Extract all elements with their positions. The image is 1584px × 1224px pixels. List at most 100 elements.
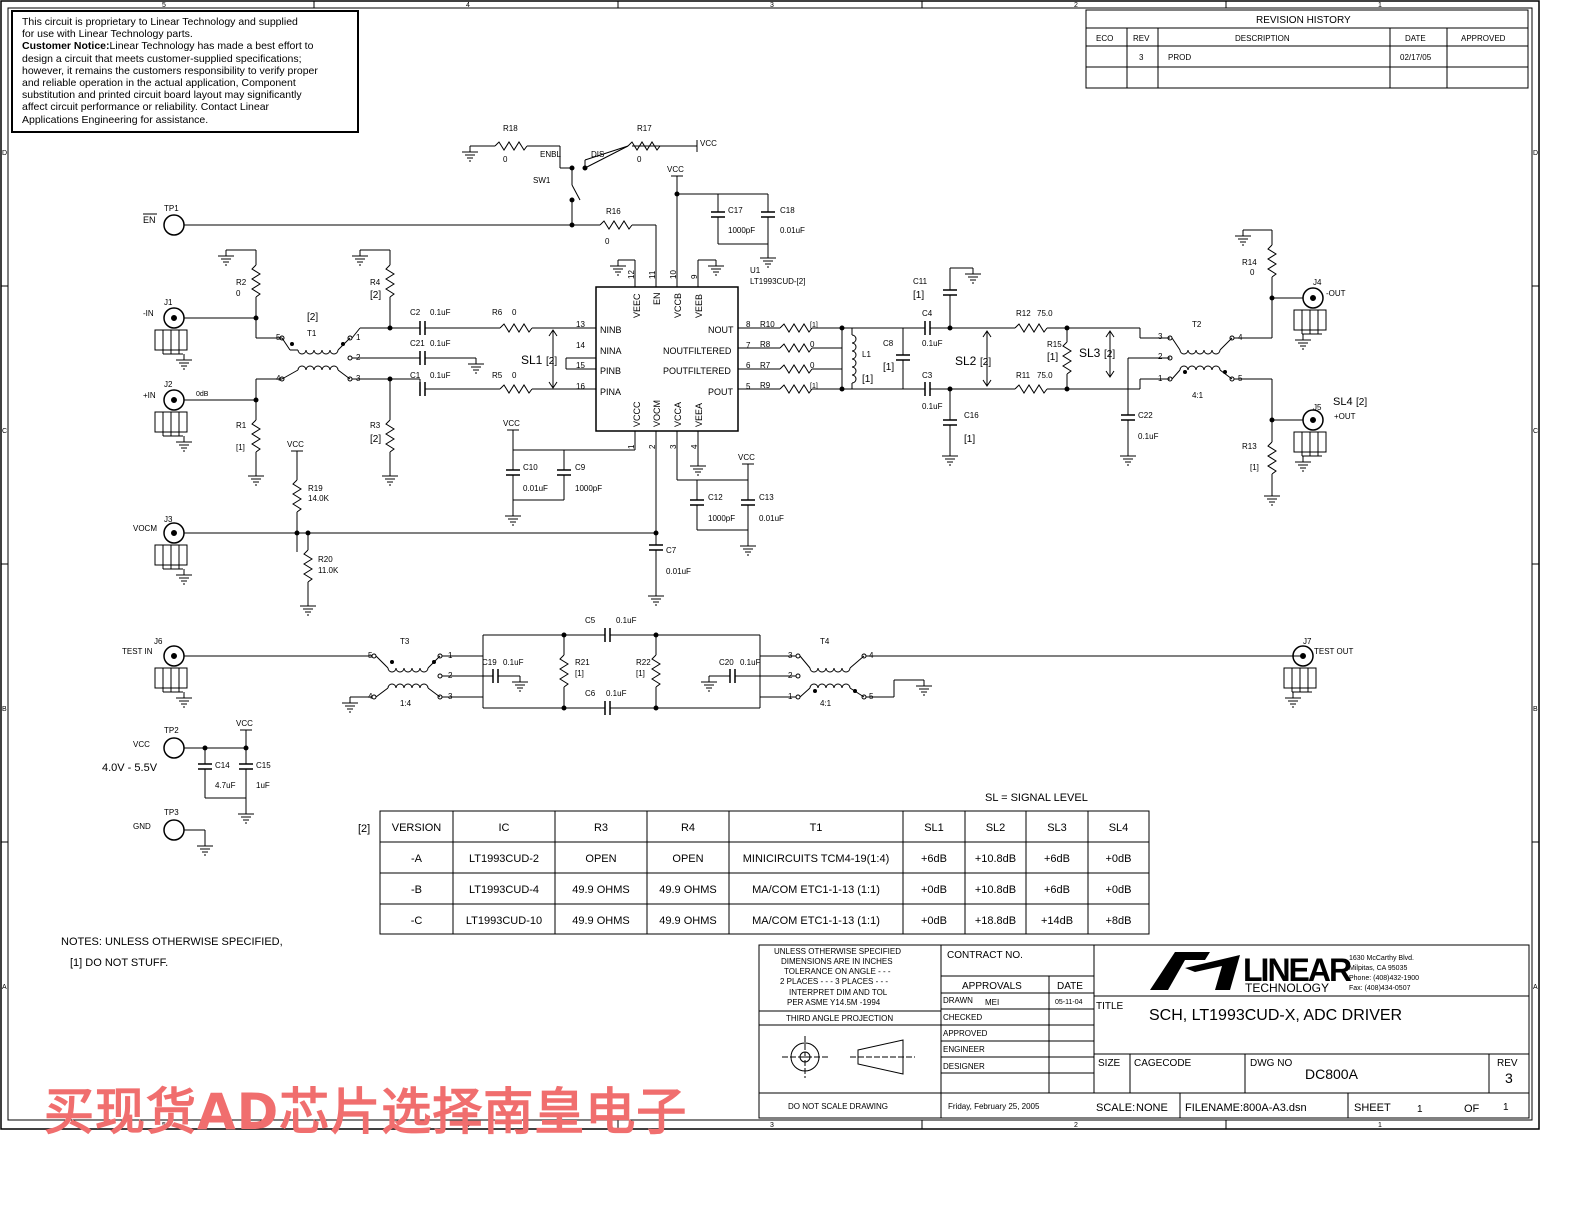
ref-label: J1 [164, 298, 173, 307]
table-header-cell: R3 [594, 822, 608, 834]
ref-label: C20 [719, 658, 734, 667]
table-cell: MA/COM ETC1-1-13 (1:1) [752, 915, 880, 927]
value-label: [1] [862, 374, 873, 385]
ref-label: C17 [728, 206, 743, 215]
ref-label: R19 [308, 484, 323, 493]
value-label: 14.0K [308, 494, 330, 503]
value-label: 0 [605, 237, 610, 246]
value-label: 75.0 [1037, 371, 1053, 380]
ref-label: C12 [708, 493, 723, 502]
third-angle-projection-icon [782, 1036, 915, 1078]
filename-value: 800A-A3.dsn [1243, 1102, 1307, 1114]
ref-label: R21 [575, 658, 590, 667]
notice-line: Linear Technology has made a best effort… [109, 40, 314, 53]
ref-label: T2 [1192, 320, 1202, 329]
table-cell: 49.9 OHMS [572, 884, 629, 896]
table-header-cell: IC [499, 822, 510, 834]
pin-number: 3 [669, 444, 678, 449]
revision-history-title: REVISION HISTORY [1256, 15, 1351, 26]
table-cell: 49.9 OHMS [659, 915, 716, 927]
zone-label: 4 [466, 1122, 470, 1129]
address-line: Milpitas, CA 95035 [1349, 965, 1407, 972]
table-cell: LT1993CUD-4 [469, 884, 539, 896]
table-header-cell: SL1 [924, 822, 944, 834]
pin-number: 4 [690, 444, 699, 449]
linear-technology-logo: LINEAR TECHNOLOGY [1150, 952, 1354, 995]
size-label: SIZE [1098, 1058, 1121, 1069]
ref-label: R14 [1242, 258, 1257, 267]
zone-label: A [2, 984, 7, 991]
tolerance-text: INTERPRET DIM AND TOL [789, 988, 888, 997]
notice-line: design a circuit that meets customer-sup… [22, 52, 302, 65]
input-network: J1 -IN R2 0 5 4 1 2 3 [2] T1 R4 [2] R3 [133, 249, 784, 616]
value-label: 0 [512, 308, 517, 317]
zone-label: C [2, 428, 7, 435]
ref-label: R16 [606, 207, 621, 216]
net-label: VCC [700, 139, 717, 148]
table-cell: +18.8dB [975, 915, 1016, 927]
title-label: TITLE [1096, 1001, 1124, 1012]
approvals-label: APPROVALS [962, 981, 1022, 992]
table-header-cell: SL3 [1047, 822, 1067, 834]
rev-header: DESCRIPTION [1235, 34, 1290, 43]
table-cell: +0dB [921, 884, 947, 896]
ratio-label: 4:1 [820, 699, 832, 708]
ref-label: R15 [1047, 340, 1062, 349]
ref-note: [2] [1104, 349, 1115, 360]
net-label: -OUT [1326, 289, 1346, 298]
logo-wordmark: LINEAR [1243, 952, 1352, 988]
table-cell: +6dB [1044, 853, 1070, 865]
ref-label: C8 [883, 339, 894, 348]
ref-label: R6 [492, 308, 503, 317]
pin-number: 9 [690, 274, 699, 279]
value-label: 0.1uF [740, 658, 761, 667]
net-label: -IN [143, 309, 154, 318]
testpoint-icon [163, 737, 185, 759]
table-cell: +6dB [1044, 884, 1070, 896]
notice-paragraph: Customer Notice:Linear Technology has ma… [22, 40, 357, 52]
ref-label: C14 [215, 761, 230, 770]
table-cell: +6dB [921, 853, 947, 865]
ref-label: R3 [370, 421, 381, 430]
pin-number: 2 [1158, 352, 1163, 361]
signal-level-label: SL1 [521, 353, 543, 367]
table-cell: -B [411, 884, 422, 896]
value-label: 0.1uF [503, 658, 524, 667]
value-label: [1] [1250, 463, 1259, 472]
ratio-label: 4:1 [1192, 391, 1204, 400]
table-cell: +10.8dB [975, 884, 1016, 896]
net-label: GND [133, 822, 151, 831]
value-label: 0.01uF [523, 484, 548, 493]
pin-number: 11 [648, 270, 657, 279]
value-label: [1] [236, 443, 245, 452]
pin-number: 14 [576, 341, 585, 350]
cagecode-label: CAGECODE [1134, 1058, 1192, 1069]
pin-number: 3 [1158, 332, 1163, 341]
pin-number: 2 [648, 444, 657, 449]
value-label: 0 [236, 289, 241, 298]
sheet-total: 1 [1503, 1102, 1509, 1113]
value-label: 0.01uF [780, 226, 805, 235]
ref-note: [2] [980, 357, 991, 368]
ref-label: J6 [154, 637, 163, 646]
table-cell: OPEN [672, 853, 703, 865]
drawn-date: 05-11-04 [1055, 999, 1083, 1006]
value-label: 1uF [256, 781, 270, 790]
ref-label: R17 [637, 124, 652, 133]
address-line: Phone: (408)432-1900 [1349, 975, 1419, 982]
title-block: UNLESS OTHERWISE SPECIFIED DIMENSIONS AR… [758, 944, 1530, 1119]
table-cell: +10.8dB [975, 853, 1016, 865]
ref-label: J2 [164, 380, 173, 389]
zone-label: 1 [1378, 1122, 1382, 1129]
table-cell: +0dB [1106, 853, 1132, 865]
pin-name: VCCB [673, 293, 683, 318]
pin-name: NINA [600, 346, 622, 356]
ref-label: T3 [400, 637, 410, 646]
pin-name: NINB [600, 325, 622, 335]
ref-label: J7 [1303, 637, 1312, 646]
zone-label: 3 [770, 2, 774, 9]
tolerance-text: DIMENSIONS ARE IN INCHES [781, 957, 893, 966]
ref-label: C1 [410, 371, 421, 380]
